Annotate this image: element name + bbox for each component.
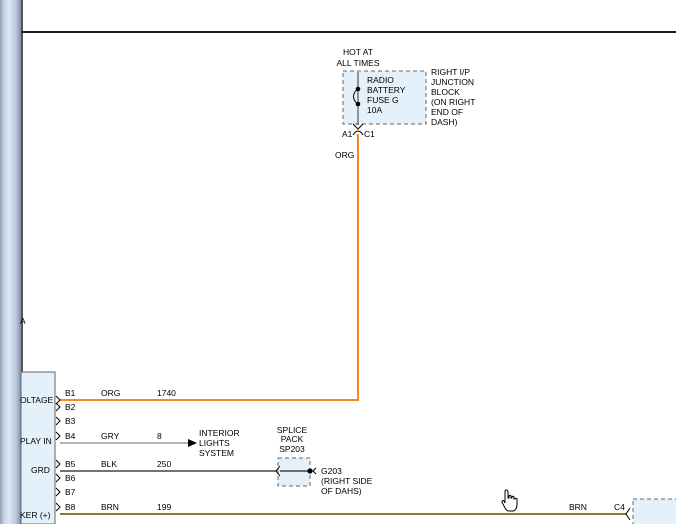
location-label-5: END OF — [431, 107, 463, 117]
pin-b8-chevron-icon — [55, 502, 61, 512]
right-wire-color: BRN — [569, 502, 587, 512]
connector-cavity-icon — [352, 130, 364, 136]
junction-block-box — [342, 70, 427, 125]
wire-b5-circuit: 250 — [157, 459, 171, 469]
pin-b7-label: B7 — [65, 487, 76, 497]
interior-lights-label-2: LIGHTS — [199, 438, 230, 448]
right-wire-pin: C4 — [614, 502, 625, 512]
ground-label-2: (RIGHT SIDE — [321, 476, 373, 486]
wire-b8-color: BRN — [101, 502, 119, 512]
pin-c1-label: C1 — [364, 129, 375, 139]
splice-in-chevron-icon — [275, 465, 281, 477]
pin-b1-label: B1 — [65, 388, 76, 398]
location-label-3: BLOCK — [431, 87, 460, 97]
splice-label-1: SPLICE — [277, 425, 308, 435]
window-frame-left — [0, 0, 21, 524]
pin-b5-label: B5 — [65, 459, 76, 469]
wire-b4-color: GRY — [101, 431, 120, 441]
ground-chevron-icon — [312, 467, 317, 475]
right-connector-chevron-icon — [625, 507, 631, 521]
wire-b4-circuit: 8 — [157, 431, 162, 441]
pin-b2-chevron-icon — [55, 402, 61, 412]
pin-b5-chevron-icon — [55, 459, 61, 469]
pin-b3-label: B3 — [65, 416, 76, 426]
side-label-display-in: PLAY IN — [20, 436, 52, 446]
pin-b2-label: B2 — [65, 402, 76, 412]
fuse-icon — [353, 88, 359, 105]
fuse-block: HOT AT ALL TIMES RADIO BATTERY FUSE G 10… — [335, 47, 475, 160]
location-label-2: JUNCTION — [431, 77, 474, 87]
fuse-label-1: RADIO — [367, 75, 394, 85]
arrow-right-icon — [188, 439, 197, 447]
location-label-6: DASH) — [431, 117, 458, 127]
side-label-grd: GRD — [31, 465, 50, 475]
fuse-label-4: 10A — [367, 105, 382, 115]
location-label-1: RIGHT I/P — [431, 67, 470, 77]
interior-lights-label-3: SYSTEM — [199, 448, 234, 458]
pin-b8-label: B8 — [65, 502, 76, 512]
location-label-4: (ON RIGHT — [431, 97, 475, 107]
hand-cursor-icon — [501, 489, 518, 512]
pin-b4-label: B4 — [65, 431, 76, 441]
pin-b1-chevron-icon — [55, 395, 61, 405]
wire-b1-color: ORG — [101, 388, 120, 398]
side-label-voltage: OLTAGE — [20, 395, 54, 405]
side-label-a: A — [20, 316, 26, 326]
splice-label-2: PACK — [281, 434, 304, 444]
fuse-wire-color-label: ORG — [335, 150, 354, 160]
wire-org-1740 — [60, 134, 359, 401]
pin-b6-chevron-icon — [55, 473, 61, 483]
ground-node-icon — [307, 468, 313, 474]
pin-b3-chevron-icon — [55, 416, 61, 426]
right-connector-box — [632, 498, 676, 524]
panel-divider — [21, 0, 23, 524]
radio-connector: A OLTAGE PLAY IN GRD KER (+) B1 B2 B3 B4… — [20, 316, 76, 524]
fuse-label-2: BATTERY — [367, 85, 406, 95]
side-label-speaker: KER (+) — [20, 510, 51, 520]
ground-label-3: OF DAHS) — [321, 486, 362, 496]
wire-b8-circuit: 199 — [157, 502, 171, 512]
hot-at-label: HOT AT — [343, 47, 373, 57]
page-top-border — [21, 31, 676, 33]
pin-b6-label: B6 — [65, 473, 76, 483]
all-times-label: ALL TIMES — [337, 58, 380, 68]
pin-b7-chevron-icon — [55, 487, 61, 497]
wire-b5-color: BLK — [101, 459, 117, 469]
interior-lights-label-1: INTERIOR — [199, 428, 240, 438]
radio-connector-box — [20, 371, 56, 524]
ground-label-1: G203 — [321, 466, 342, 476]
wire-b1-circuit: 1740 — [157, 388, 176, 398]
fuse-label-3: FUSE G — [367, 95, 399, 105]
pin-b4-chevron-icon — [55, 431, 61, 441]
fuse-output-chevron-icon — [352, 123, 364, 130]
splice-pack-box — [277, 457, 311, 487]
pin-a1-label: A1 — [342, 129, 353, 139]
splice-label-3: SP203 — [279, 444, 305, 454]
